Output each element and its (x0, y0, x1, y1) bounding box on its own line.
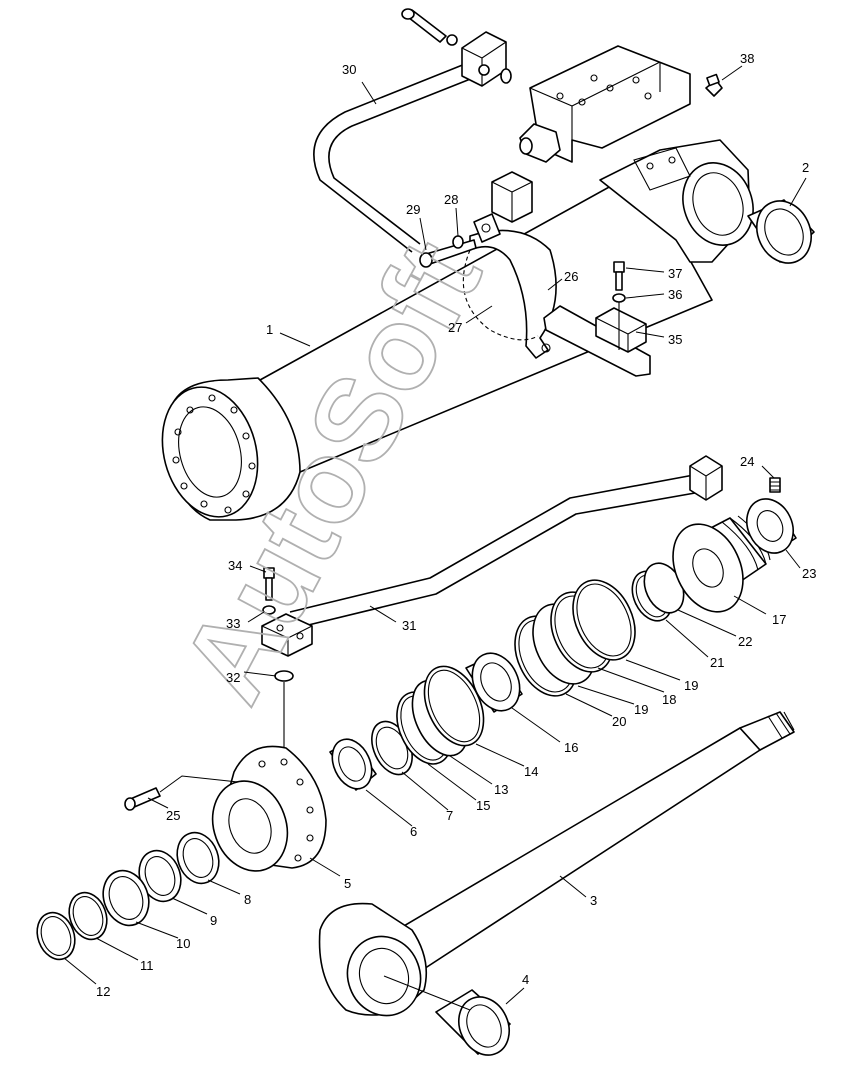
callout-19b: 19 (634, 702, 648, 717)
callout-13: 13 (494, 782, 508, 797)
callout-37: 37 (668, 266, 682, 281)
ring-8 (176, 831, 220, 885)
washer-28 (452, 235, 464, 249)
pipe-30 (313, 61, 479, 253)
bolt-25-axis (159, 775, 239, 793)
callout-14: 14 (524, 764, 538, 779)
callout-26: 26 (564, 269, 578, 284)
bolt-25 (124, 787, 161, 811)
ring-10 (102, 869, 150, 927)
flange-bolt (401, 8, 458, 46)
leader-lines (63, 65, 807, 1005)
callout-23: 23 (802, 566, 816, 581)
bushing-4 (435, 989, 511, 1056)
callout-29: 29 (406, 202, 420, 217)
callout-24: 24 (740, 454, 754, 469)
callout-20: 20 (612, 714, 626, 729)
callout-21: 21 (710, 655, 724, 670)
set-screw-24 (769, 477, 781, 493)
callout-22: 22 (738, 634, 752, 649)
callout-9: 9 (210, 913, 217, 928)
clamp-band-27 (462, 249, 539, 341)
callout-34: 34 (228, 558, 242, 573)
flange-block-33 (261, 613, 313, 657)
bushing-4-axis (383, 975, 471, 1011)
callout-labels: 1 2 3 4 5 6 7 8 9 10 11 12 13 14 15 16 1… (96, 51, 816, 999)
callout-27: 27 (448, 320, 462, 335)
clamp-band-26 (469, 213, 557, 359)
bushing-6 (329, 738, 377, 791)
callout-32: 32 (226, 670, 240, 685)
cylinder-tube-1 (161, 139, 754, 521)
bolt-37 (613, 261, 625, 291)
piston-rod-3 (318, 711, 795, 1017)
callout-3: 3 (590, 893, 597, 908)
bushing-2 (747, 199, 815, 264)
washer-33 (262, 605, 276, 615)
callout-36: 36 (668, 287, 682, 302)
callout-18: 18 (662, 692, 676, 707)
washer-36 (612, 293, 626, 303)
callout-1: 1 (266, 322, 273, 337)
callout-25: 25 (166, 808, 180, 823)
callout-12: 12 (96, 984, 110, 999)
callout-2: 2 (802, 160, 809, 175)
callout-16: 16 (564, 740, 578, 755)
callout-11: 11 (140, 958, 154, 973)
valve-block (519, 45, 691, 163)
callout-10: 10 (176, 936, 190, 951)
callout-35: 35 (668, 332, 682, 347)
callout-28: 28 (444, 192, 458, 207)
callout-17: 17 (772, 612, 786, 627)
pipe-bracket (491, 171, 533, 223)
callout-31: 31 (402, 618, 416, 633)
callout-19a: 19 (684, 678, 698, 693)
callout-15: 15 (476, 798, 490, 813)
cylinder-head-5 (211, 745, 327, 872)
pipe-flange-block (461, 31, 512, 87)
callout-7: 7 (446, 808, 453, 823)
callout-33: 33 (226, 616, 240, 631)
bolt-34 (263, 567, 275, 601)
callout-38: 38 (740, 51, 754, 66)
pipe-31-flange (689, 455, 723, 501)
nut-23 (746, 498, 797, 554)
callout-6: 6 (410, 824, 417, 839)
callout-5: 5 (344, 876, 351, 891)
callout-8: 8 (244, 892, 251, 907)
pipe-31 (289, 471, 713, 629)
callout-30: 30 (342, 62, 356, 77)
spacer-16 (465, 652, 523, 713)
grease-nipple-38 (705, 73, 723, 97)
bracket-35 (543, 305, 651, 377)
callout-4: 4 (522, 972, 529, 987)
